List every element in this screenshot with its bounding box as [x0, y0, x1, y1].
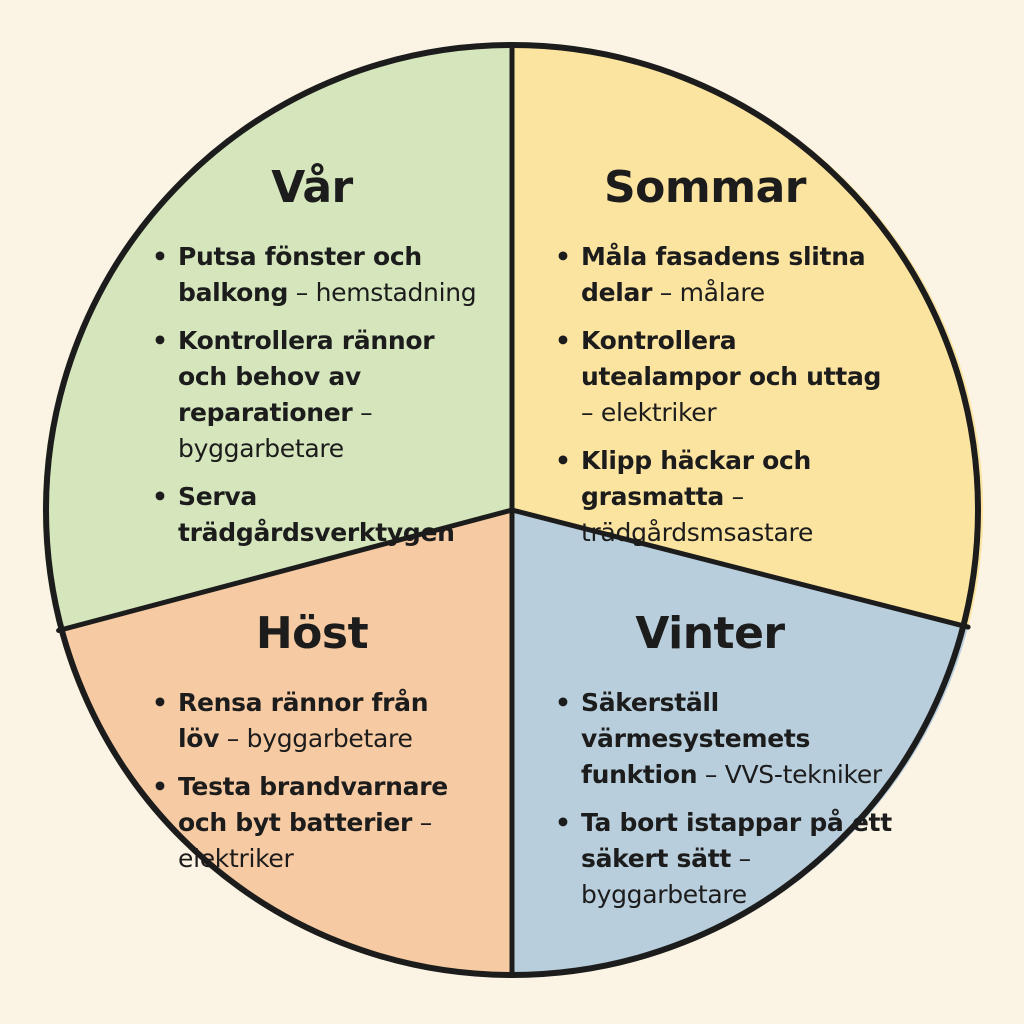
- task-separator: –: [697, 760, 725, 789]
- task-item: • Serva trädgårdsverktygen: [152, 479, 482, 551]
- task-separator: –: [412, 808, 433, 837]
- task-item: • Kontrollera utealampor och uttag – elek…: [555, 323, 895, 431]
- task-action: Säkerställ värmesystemets funktion: [581, 688, 811, 789]
- task-professional: VVS-tekniker: [724, 760, 883, 789]
- task-action: Testa brandvarnare och byt batterier: [178, 772, 448, 837]
- season-title-spring: Vår: [271, 162, 353, 213]
- task-action: Måla fasadens slitna delar: [581, 242, 866, 307]
- task-item: • Kontrollera rännor och behov av reparat…: [152, 323, 482, 467]
- bullet: •: [555, 242, 571, 271]
- task-action: Klipp häckar och grasmatta: [581, 446, 812, 511]
- task-action: Kontrollera utealampor och uttag: [581, 326, 882, 391]
- task-separator: –: [652, 278, 680, 307]
- task-item: • Klipp häckar och grasmatta – trädgårdsm…: [555, 443, 895, 551]
- task-professional: byggarbetare: [581, 880, 747, 909]
- season-summer: Sommar • Måla fasadens slitna delar – mål…: [555, 162, 895, 563]
- divider-right: [509, 507, 971, 630]
- autumn-sector: [58, 510, 512, 976]
- bullet: •: [152, 772, 168, 801]
- season-spring: Vår • Putsa fönster och balkong – hemstad…: [152, 162, 482, 563]
- task-list-summer: • Måla fasadens slitna delar – målare • Kon…: [555, 239, 895, 551]
- task-action: Serva trädgårdsverktygen: [178, 482, 455, 547]
- task-item: • Ta bort istappar på ett säkert sätt – b…: [555, 805, 895, 913]
- task-professional: elektriker: [600, 398, 717, 427]
- divider-left: [56, 507, 515, 633]
- task-separator: –: [352, 398, 373, 427]
- task-action: Ta bort istappar på ett säkert sätt: [581, 808, 892, 873]
- task-item: • Måla fasadens slitna delar – målare: [555, 239, 895, 311]
- bullet: •: [152, 242, 168, 271]
- bullet: •: [555, 688, 571, 717]
- task-separator: –: [219, 724, 247, 753]
- season-title-winter: Vinter: [635, 608, 785, 659]
- summer-sector: [512, 44, 984, 628]
- bullet: •: [152, 688, 168, 717]
- task-separator: –: [731, 844, 752, 873]
- task-item: • Rensa rännor från löv – byggarbetare: [152, 685, 462, 757]
- season-title-summer: Sommar: [603, 162, 807, 213]
- task-action: Kontrollera rännor och behov av reparati…: [178, 326, 435, 427]
- bullet: •: [555, 326, 571, 355]
- bullet: •: [555, 446, 571, 475]
- spring-sector: [42, 44, 512, 631]
- task-professional: trädgårdsmsastare: [581, 518, 814, 547]
- season-winter: Vinter • Säkerställ värmesystemets funkti…: [555, 608, 895, 925]
- task-professional: byggarbetare: [178, 434, 344, 463]
- wheel-outline: [43, 42, 981, 978]
- bullet: •: [152, 326, 168, 355]
- task-list-winter: • Säkerställ värmesystemets funktion – VV…: [555, 685, 895, 913]
- bullet: •: [152, 482, 168, 511]
- task-action: Putsa fönster och balkong: [178, 242, 422, 307]
- task-list-autumn: • Rensa rännor från löv – byggarbetare • Te…: [152, 685, 462, 877]
- task-professional: målare: [679, 278, 766, 307]
- task-professional: byggarbetare: [246, 724, 413, 753]
- season-autumn: Höst • Rensa rännor från löv – byggarbeta…: [152, 608, 462, 889]
- bullet: •: [555, 808, 571, 837]
- task-item: • Putsa fönster och balkong – hemstadning: [152, 239, 482, 311]
- task-item: •Testa brandvarnare och byt batterier – …: [152, 769, 462, 877]
- task-separator: –: [288, 278, 316, 307]
- task-action: Rensa rännor från löv: [178, 688, 429, 753]
- task-item: • Säkerställ värmesystemets funktion – VV…: [555, 685, 895, 793]
- task-separator: –: [723, 482, 745, 511]
- winter-sector: [512, 510, 969, 976]
- season-title-autumn: Höst: [255, 608, 369, 659]
- task-list-spring: • Putsa fönster och balkong – hemstadning…: [152, 239, 482, 551]
- task-professional: hemstadning: [315, 278, 477, 307]
- task-separator: –: [581, 398, 601, 427]
- task-professional: elektriker: [178, 844, 294, 873]
